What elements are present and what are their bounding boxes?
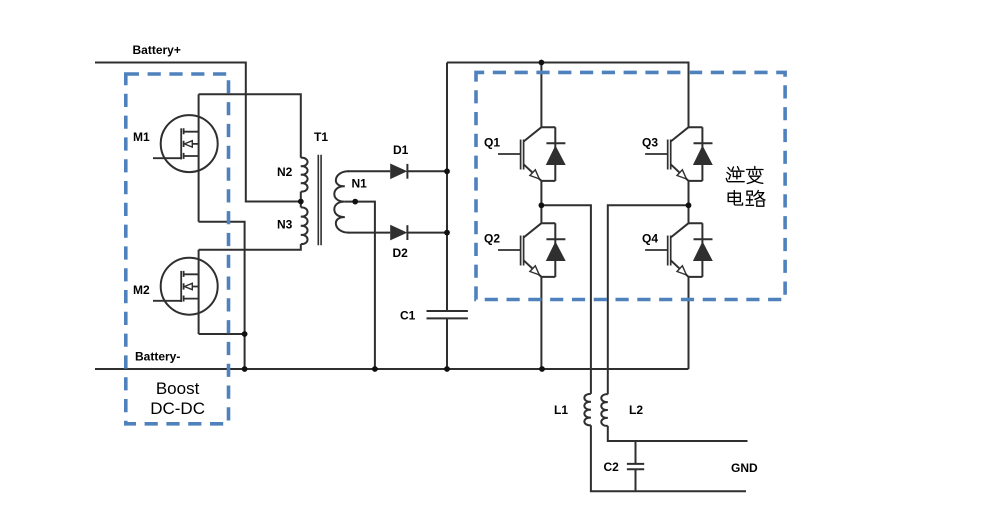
svg-text:L2: L2 bbox=[629, 403, 643, 417]
svg-text:Q1: Q1 bbox=[484, 136, 500, 150]
svg-text:Battery+: Battery+ bbox=[133, 43, 181, 57]
svg-text:L1: L1 bbox=[554, 403, 568, 417]
svg-text:C2: C2 bbox=[604, 460, 620, 474]
svg-text:Battery-: Battery- bbox=[135, 350, 180, 364]
svg-text:Q4: Q4 bbox=[642, 232, 658, 246]
svg-text:T1: T1 bbox=[314, 130, 328, 144]
svg-text:D1: D1 bbox=[393, 143, 409, 157]
svg-text:GND: GND bbox=[731, 461, 758, 475]
svg-text:N3: N3 bbox=[277, 218, 293, 232]
svg-text:Q3: Q3 bbox=[642, 136, 658, 150]
svg-text:M1: M1 bbox=[133, 130, 150, 144]
svg-text:DC-DC: DC-DC bbox=[150, 399, 205, 418]
svg-text:C1: C1 bbox=[400, 309, 416, 323]
svg-text:Boost: Boost bbox=[156, 379, 200, 398]
svg-text:M2: M2 bbox=[133, 283, 150, 297]
svg-text:D2: D2 bbox=[393, 246, 409, 260]
svg-text:N2: N2 bbox=[277, 165, 293, 179]
svg-text:Q2: Q2 bbox=[484, 232, 500, 246]
svg-text:N1: N1 bbox=[352, 177, 368, 191]
